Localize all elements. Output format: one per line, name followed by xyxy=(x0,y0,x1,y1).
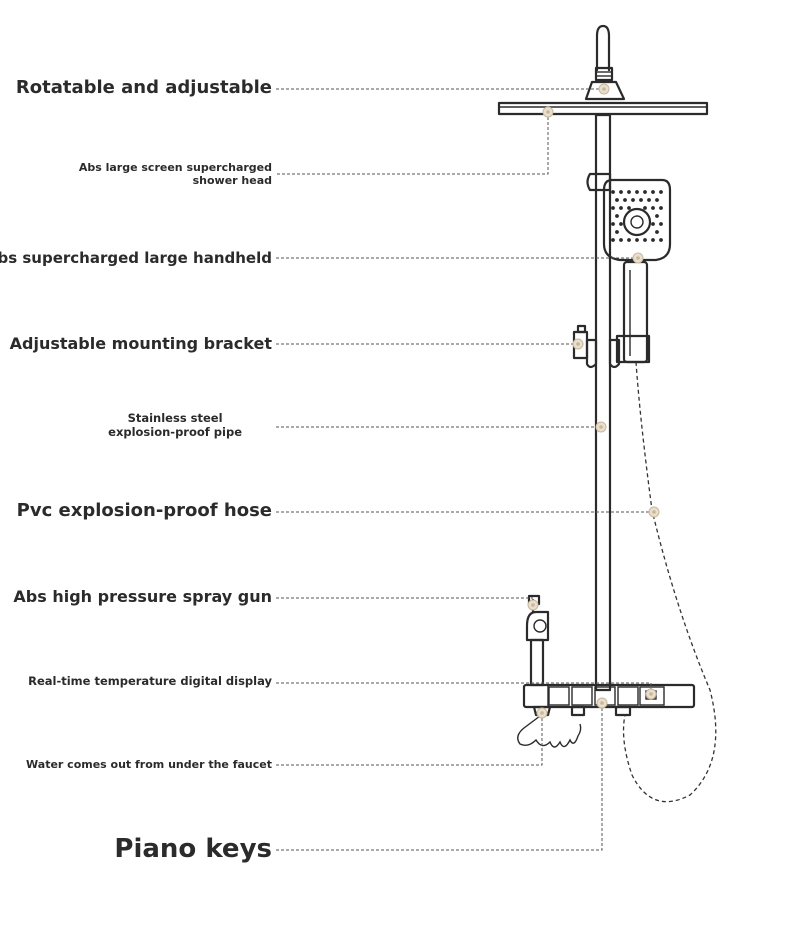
nozzle-hole xyxy=(611,190,615,194)
nozzle-hole xyxy=(611,222,615,226)
handheld-holder xyxy=(586,172,612,192)
nozzle-hole xyxy=(619,190,623,194)
nozzle-hole xyxy=(635,238,639,242)
nozzle-hole xyxy=(615,214,619,218)
label-display: Real-time temperature digital display xyxy=(28,674,272,688)
top-riser-pipe xyxy=(584,24,626,101)
nozzle-hole xyxy=(651,238,655,242)
nozzle-hole xyxy=(611,206,615,210)
nozzle-hole xyxy=(635,190,639,194)
label-faucet: Water comes out from under the faucet xyxy=(26,758,272,771)
label-pipe: Stainless steel explosion-proof pipe xyxy=(108,411,242,440)
nozzle-hole xyxy=(659,206,663,210)
nozzle-hole xyxy=(659,190,663,194)
leader-lines xyxy=(276,88,654,851)
nozzle-hole xyxy=(615,230,619,234)
label-spray-gun: Abs high pressure spray gun xyxy=(13,587,272,606)
label-hose: Pvc explosion-proof hose xyxy=(16,500,272,521)
nozzle-hole xyxy=(639,198,643,202)
nozzle-hole xyxy=(643,206,647,210)
callout-markers xyxy=(527,83,660,719)
nozzle-hole xyxy=(655,214,659,218)
nozzle-hole xyxy=(655,198,659,202)
label-bracket: Adjustable mounting bracket xyxy=(9,334,272,353)
coiled-spray-hose xyxy=(517,715,582,748)
nozzle-hole xyxy=(623,198,627,202)
nozzle-hole xyxy=(651,222,655,226)
pvc-hose xyxy=(622,361,717,803)
main-vertical-pipe xyxy=(594,113,612,692)
label-pipe-line1: Stainless steel xyxy=(127,411,223,425)
nozzle-hole xyxy=(659,222,663,226)
label-handheld: Abs supercharged large handheld xyxy=(0,249,272,267)
nozzle-hole xyxy=(619,206,623,210)
nozzle-hole xyxy=(643,238,647,242)
nozzle-hole xyxy=(651,206,655,210)
nozzle-hole xyxy=(627,238,631,242)
label-rotatable: Rotatable and adjustable xyxy=(15,77,272,98)
nozzle-hole xyxy=(655,230,659,234)
nozzle-hole xyxy=(631,198,635,202)
nozzle-hole xyxy=(651,190,655,194)
nozzle-hole xyxy=(615,198,619,202)
nozzle-hole xyxy=(627,206,631,210)
nozzle-hole xyxy=(619,238,623,242)
nozzle-hole xyxy=(659,238,663,242)
label-shower-head: Abs large screen supercharged shower hea… xyxy=(78,161,272,188)
nozzle-hole xyxy=(619,222,623,226)
label-piano-keys: Piano keys xyxy=(114,834,272,864)
nozzle-hole xyxy=(611,238,615,242)
nozzle-hole xyxy=(643,190,647,194)
overhead-shower-head xyxy=(497,101,709,116)
label-pipe-line2: explosion-proof pipe xyxy=(108,424,242,439)
handheld-shower xyxy=(602,178,672,364)
nozzle-hole xyxy=(647,198,651,202)
nozzle-hole xyxy=(627,190,631,194)
